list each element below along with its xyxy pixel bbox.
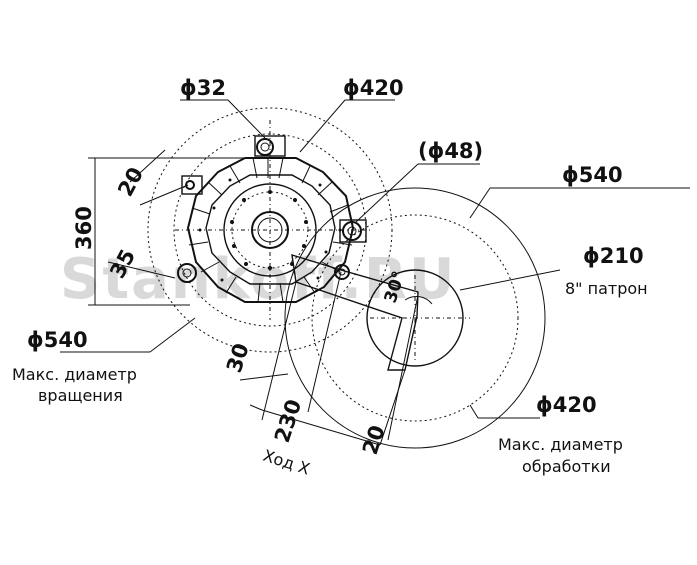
turret-body	[175, 120, 370, 320]
tool-holder-left	[181, 175, 203, 195]
label-max-rotation-2: вращения	[38, 386, 123, 405]
turret-holes	[198, 178, 342, 282]
tool-holder-right	[339, 219, 367, 243]
spindle-circles	[284, 187, 546, 449]
dim-phi32: ϕ32	[180, 76, 226, 100]
label-max-rotation-1: Макс. диаметр	[12, 365, 137, 384]
dim-30-bottom: 30	[222, 340, 254, 375]
dim-230: 230	[270, 396, 306, 445]
dim-360: 360	[72, 206, 96, 250]
dimension-labels: ϕ32 ϕ420 (ϕ48) ϕ540 ϕ210 8" патрон 20 36…	[12, 76, 648, 479]
dim-phi540-left: ϕ540	[27, 328, 88, 352]
label-max-machining-2: обработки	[522, 457, 611, 476]
dim-20-bottom: 20	[358, 422, 390, 457]
turret-inner-outline	[205, 174, 336, 285]
angle-arc	[404, 296, 433, 305]
tool-station-grid	[188, 157, 353, 303]
label-chuck: 8" патрон	[565, 279, 648, 298]
dim-phi48: (ϕ48)	[418, 139, 483, 163]
dim-phi210: ϕ210	[583, 244, 644, 268]
dimension-lines	[60, 99, 690, 419]
label-x-travel: Ход X	[261, 446, 312, 479]
dim-phi540-right: ϕ540	[562, 163, 623, 187]
x-travel-band	[239, 254, 419, 446]
dim-phi420-bottom: ϕ420	[536, 393, 597, 417]
dim-phi420-top: ϕ420	[343, 76, 404, 100]
turret-outline	[186, 157, 355, 303]
label-max-machining-1: Макс. диаметр	[498, 435, 623, 454]
max-rotation-circle	[147, 107, 393, 353]
max-machining-circle-540	[284, 187, 546, 449]
machining-circle-420	[311, 214, 519, 422]
tool-holder-bottom-left	[177, 263, 197, 283]
dim-20-top: 20	[113, 163, 148, 200]
chuck-circle-210	[366, 269, 464, 367]
